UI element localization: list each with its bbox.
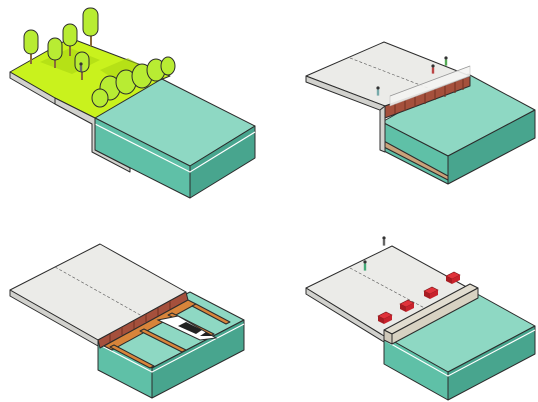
pedestrian-icon xyxy=(79,62,82,71)
panel-natural-shore xyxy=(10,8,255,198)
pedestrian-icon xyxy=(444,56,447,65)
pedestrian-icon xyxy=(431,64,434,73)
panel-quay-wall xyxy=(306,42,535,188)
panel-promenade xyxy=(306,236,535,400)
pedestrian-icon xyxy=(363,260,366,270)
pedestrian-icon xyxy=(376,86,379,95)
tree-icon xyxy=(83,8,98,46)
panel-marina xyxy=(10,244,244,398)
pedestrian-icon xyxy=(382,236,385,245)
